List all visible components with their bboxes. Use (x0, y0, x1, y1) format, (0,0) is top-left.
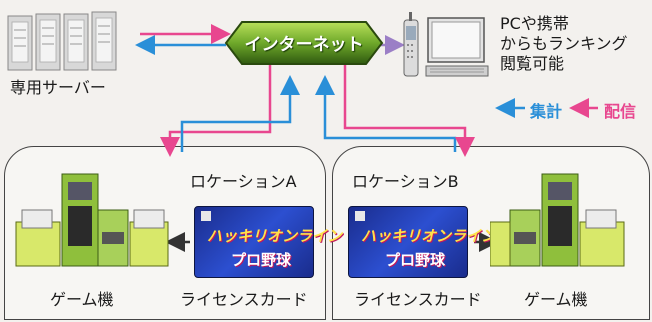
loc-a-pink-line (160, 62, 272, 157)
location-b-title: ロケーションB (352, 172, 459, 191)
card-title-a: ハッキリオンライン (207, 227, 343, 245)
internet-node-shape (224, 21, 384, 65)
card-subtitle-a: プロ野球 (231, 251, 292, 269)
pc-mobile-line-3: 閲覧可能 (500, 54, 565, 73)
pc-mobile-caption: PCや携帯 からもランキング 閲覧可能 (500, 14, 628, 74)
license-card-b: ハッキリオンライン プロ野球 (348, 206, 496, 278)
card-label-a: ライセンスカード (180, 290, 308, 309)
card-title-b: ハッキリオンライン (361, 227, 497, 245)
legend-deliver: 配信 (604, 98, 636, 122)
legend-aggregate: 集計 (530, 98, 562, 122)
loc-b-pink-line (343, 62, 475, 157)
card-subtitle-b: プロ野球 (385, 251, 446, 269)
pc-mobile-line-2: からもランキング (500, 34, 628, 53)
location-a-title: ロケーションA (190, 172, 297, 191)
game-machines-a-icon (15, 173, 169, 267)
machine-label-a: ゲーム機 (50, 290, 114, 309)
license-card-a: ハッキリオンライン プロ野球 (194, 206, 342, 278)
internet-label: インターネット (244, 35, 364, 55)
card-logo-icon (201, 211, 211, 221)
card-logo-icon (355, 211, 365, 221)
servers-label: 専用サーバー (10, 78, 106, 97)
server-rack-icon (7, 11, 117, 71)
legend-deliver-label: 配信 (604, 102, 637, 121)
pc-mobile-line-1: PCや携帯 (500, 14, 569, 33)
card-label-b: ライセンスカード (354, 290, 482, 309)
machine-label-b: ゲーム機 (524, 290, 588, 309)
loc-a-blue-line (180, 75, 300, 152)
legend-aggregate-label: 集計 (530, 102, 563, 121)
game-machines-b-icon (490, 173, 625, 267)
phone-and-pc-icon (403, 12, 489, 77)
